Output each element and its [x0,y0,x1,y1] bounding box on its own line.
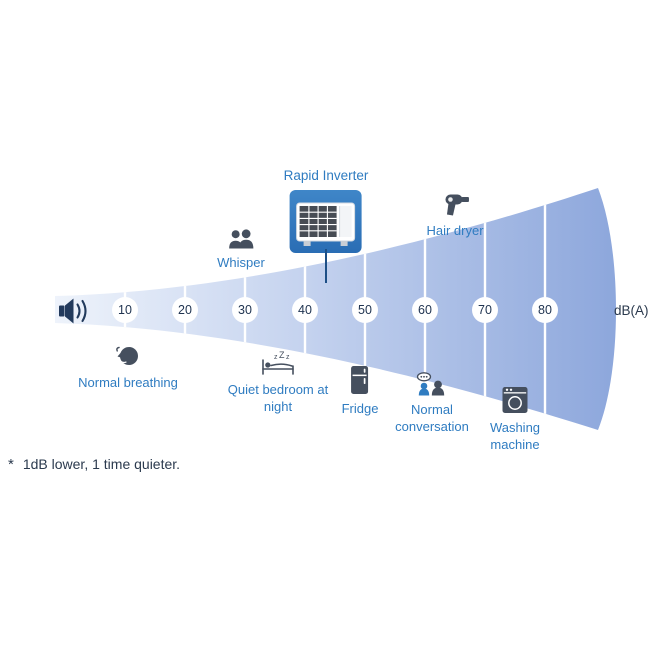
hair-dryer-icon [444,194,469,216]
scale-tick-80: 80 [532,297,558,323]
item-hair-dryer: Hair dryer [426,191,484,240]
scale-tick-60: 60 [412,297,438,323]
scale-tick-50: 50 [352,297,378,323]
rapid-inverter-image [289,190,362,253]
speaker-icon [59,298,87,324]
tick-value: 70 [478,303,492,317]
scale-unit-label: dB(A) [614,303,649,318]
hair-dryer-label: Hair dryer [426,223,484,238]
item-washing-machine: Washing machine [479,386,551,453]
item-rapid-inverter: Rapid Inverter [283,168,369,253]
scale-tick-70: 70 [472,297,498,323]
tick-value: 80 [538,303,552,317]
tick-value: 30 [238,303,252,317]
cone-shape [55,188,616,430]
svg-text:z: z [286,354,290,361]
washing-machine-label: Washing machine [489,420,541,452]
item-whisper: Whisper [217,229,265,272]
footnote: * 1dB lower, 1 time quieter. [8,456,180,473]
scale-tick-20: 20 [172,297,198,323]
whisper-icon [229,229,254,249]
footnote-text: 1dB lower, 1 time quieter. [22,456,181,472]
normal-breathing-label: Normal breathing [78,375,178,390]
tick-value: 20 [178,303,192,317]
normal-conversation-label: Normal conversation [395,402,469,434]
tick-value: 60 [418,303,432,317]
fridge-icon [351,366,369,394]
whisper-label: Whisper [217,255,265,270]
footnote-asterisk: * [8,456,14,473]
conversation-icon [416,372,445,396]
tick-value: 40 [298,303,312,317]
item-normal-breathing: Normal breathing [58,343,198,392]
quiet-bedroom-label: Quiet bedroom at night [227,382,329,414]
item-normal-conversation: Normal conversation [384,372,480,435]
svg-text:Z: Z [279,351,285,360]
svg-text:z: z [274,354,278,361]
item-fridge: Fridge [341,365,379,418]
scale-tick-30: 30 [232,297,258,323]
tick-value: 10 [118,303,132,317]
scale-tick-40: 40 [292,297,318,323]
breathing-face-icon [116,346,138,365]
bed-icon: z Z z [262,351,294,375]
fridge-label: Fridge [341,401,379,416]
item-quiet-bedroom: z Z z Quiet bedroom at night [222,351,334,415]
scale-tick-10: 10 [112,297,138,323]
rapid-inverter-connector [325,249,327,283]
air-conditioner-unit-icon [296,202,356,246]
rapid-inverter-label: Rapid Inverter [283,168,369,183]
washing-machine-icon [502,387,528,413]
tick-value: 50 [358,303,372,317]
